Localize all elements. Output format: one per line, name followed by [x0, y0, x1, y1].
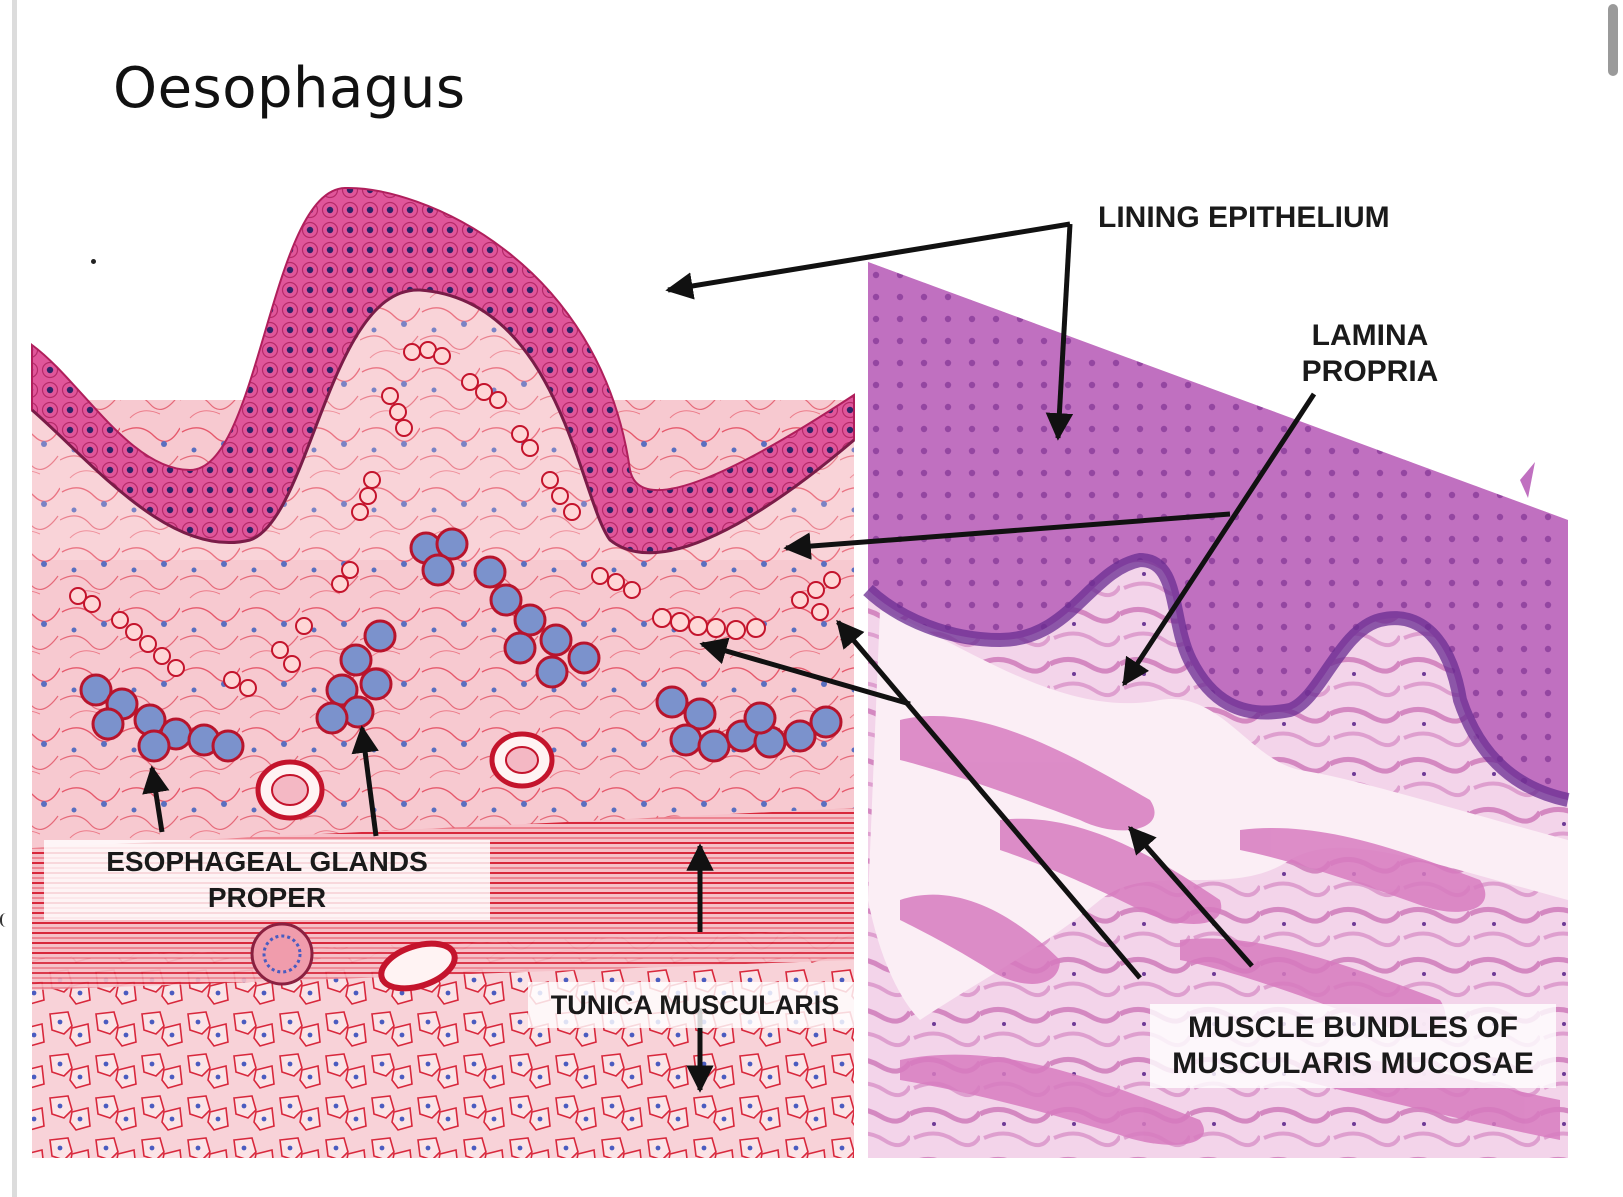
label-muscle-bundles-line2: MUSCULARIS MUCOSAE	[1150, 1046, 1556, 1082]
label-lamina-propria-line2: PROPRIA	[1290, 354, 1450, 390]
label-esophageal-glands: ESOPHAGEAL GLANDS PROPER	[44, 840, 490, 920]
label-esophageal-glands-line1: ESOPHAGEAL GLANDS	[44, 844, 490, 880]
label-tunica-muscularis: TUNICA MUSCULARIS	[528, 982, 862, 1028]
label-lamina-propria: LAMINA PROPRIA	[1290, 318, 1450, 390]
label-muscle-bundles-line1: MUSCLE BUNDLES OF	[1150, 1010, 1556, 1046]
label-muscle-bundles: MUSCLE BUNDLES OF MUSCULARIS MUCOSAE	[1150, 1004, 1556, 1088]
label-lamina-propria-line1: LAMINA	[1290, 318, 1450, 354]
label-esophageal-glands-line2: PROPER	[44, 880, 490, 916]
label-lining-epithelium: LINING EPITHELIUM	[1098, 200, 1390, 236]
